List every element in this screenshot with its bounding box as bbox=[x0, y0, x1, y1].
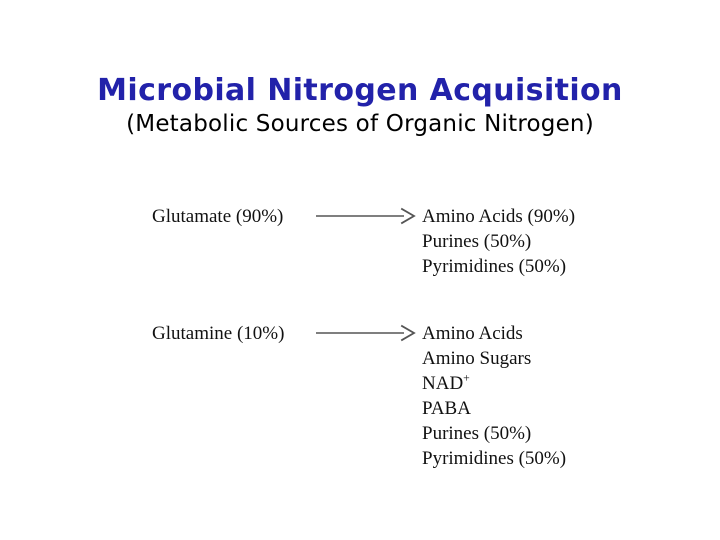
reaction-source-label: Glutamate (90%) bbox=[152, 206, 284, 227]
product-item-superscript: + bbox=[463, 371, 470, 385]
product-item-label: Pyrimidines (50%) bbox=[422, 256, 567, 277]
product-item-label: Purines (50%) bbox=[422, 423, 532, 444]
page-subtitle: (Metabolic Sources of Organic Nitrogen) bbox=[126, 111, 594, 137]
product-item-label: Purines (50%) bbox=[422, 231, 532, 252]
diagram-body: Glutamate (90%) Amino Acids (90%) Purines … bbox=[152, 204, 672, 471]
product-item: PABA bbox=[422, 396, 672, 421]
product-item: Purines (50%) bbox=[422, 421, 672, 446]
product-item: Pyrimidines (50%) bbox=[422, 254, 672, 279]
product-item: NAD+ bbox=[422, 371, 672, 396]
reaction-group: Glutamate (90%) Amino Acids (90%) Purines … bbox=[152, 204, 672, 279]
product-item-label: PABA bbox=[422, 398, 471, 419]
product-item-label: Pyrimidines (50%) bbox=[422, 448, 567, 469]
reaction-products-list: Amino Acids (90%) Purines (50%) Pyrimidine… bbox=[422, 204, 672, 279]
page-title: Microbial Nitrogen Acquisition bbox=[97, 73, 623, 108]
product-item-label: Amino Sugars bbox=[422, 348, 532, 369]
product-item: Amino Acids bbox=[422, 321, 672, 346]
product-item: Pyrimidines (50%) bbox=[422, 446, 672, 471]
rightwards-arrow-icon bbox=[316, 207, 416, 225]
reaction-arrow bbox=[310, 204, 422, 229]
title-block: Microbial Nitrogen Acquisition (Metaboli… bbox=[0, 74, 720, 138]
product-item-label: Amino Acids bbox=[422, 323, 523, 344]
reaction-arrow bbox=[310, 321, 422, 346]
product-item: Purines (50%) bbox=[422, 229, 672, 254]
reaction-source-label: Glutamine (10%) bbox=[152, 323, 285, 344]
rightwards-arrow-icon bbox=[316, 324, 416, 342]
product-item-label: NAD bbox=[422, 373, 464, 394]
product-item-label: Amino Acids (90%) bbox=[422, 206, 576, 227]
product-item: Amino Sugars bbox=[422, 346, 672, 371]
product-item: Amino Acids (90%) bbox=[422, 204, 672, 229]
